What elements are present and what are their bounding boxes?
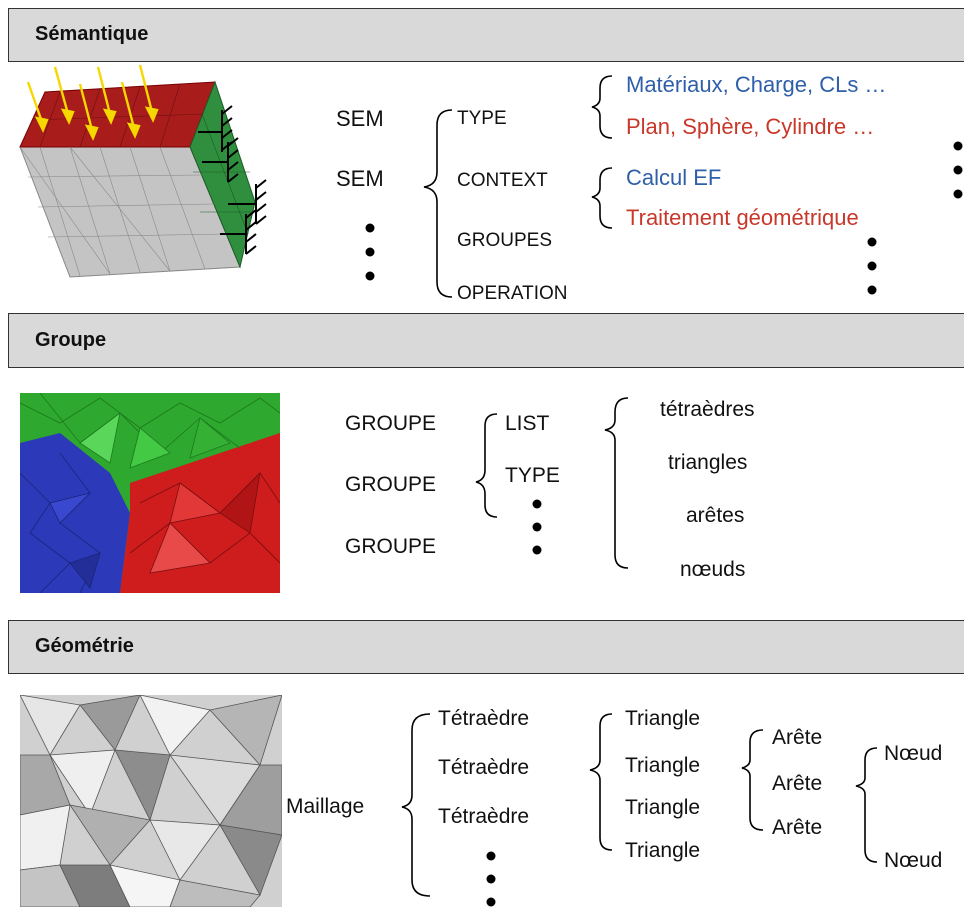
- context-value-fe-calc: Calcul EF: [626, 165, 722, 190]
- cube-illustration: [19, 64, 267, 278]
- brace-context-values: [591, 167, 613, 229]
- ellipsis-sem-labels: [365, 223, 375, 281]
- key-groupes: GROUPES: [457, 230, 553, 251]
- brace-aretes: [741, 729, 764, 831]
- brace-groupe-keys: [475, 413, 498, 518]
- entity-aretes: arêtes: [686, 504, 745, 527]
- section-title-geometrie: Géométrie: [35, 635, 134, 657]
- entity-tetraedres: tétraèdres: [660, 398, 755, 421]
- tetraedre-2: Tétraèdre: [438, 756, 530, 779]
- section-title-groupe: Groupe: [35, 329, 107, 351]
- ellipsis-context-values: [867, 237, 877, 295]
- tetrahedral-mesh-illustration: [20, 695, 282, 907]
- tetraedre-1: Tétraèdre: [438, 707, 530, 730]
- groupe-label-3: GROUPE: [345, 535, 437, 558]
- noeud-1: Nœud: [884, 742, 943, 765]
- header-semantique: Sémantique: [8, 8, 964, 62]
- ellipsis-groupe-keys: [532, 499, 542, 555]
- ellipsis-tetraedres: [486, 851, 496, 907]
- groupe-label-2: GROUPE: [345, 473, 437, 496]
- key-type: TYPE: [457, 108, 507, 129]
- brace-sem-keys: [423, 109, 453, 298]
- entity-noeuds: nœuds: [680, 558, 746, 581]
- header-geometrie: Géométrie: [8, 620, 964, 674]
- brace-groupe-entities: [604, 397, 629, 569]
- geometrie-root-maillage: Maillage: [286, 795, 365, 818]
- group-mesh-illustration: [20, 393, 280, 593]
- brace-noeuds: [855, 747, 878, 863]
- triangle-4: Triangle: [625, 839, 701, 862]
- key-context: CONTEXT: [457, 170, 548, 191]
- triangle-1: Triangle: [625, 707, 701, 730]
- sem-label-1: SEM: [336, 106, 384, 131]
- context-value-geometric: Traitement géométrique: [626, 205, 859, 230]
- triangle-2: Triangle: [625, 754, 701, 777]
- section-title-semantique: Sémantique: [35, 23, 149, 45]
- arete-1: Arête: [772, 726, 823, 749]
- type-value-materials: Matériaux, Charge, CLs …: [626, 72, 887, 97]
- key-operation: OPERATION: [457, 283, 568, 304]
- type-value-shapes: Plan, Sphère, Cylindre …: [626, 114, 875, 139]
- brace-maillage: [401, 713, 431, 897]
- noeud-2: Nœud: [884, 849, 943, 872]
- arete-3: Arête: [772, 816, 823, 839]
- arete-2: Arête: [772, 772, 823, 795]
- brace-triangles: [589, 713, 613, 851]
- entity-triangles: triangles: [668, 451, 748, 474]
- tetraedre-3: Tétraèdre: [438, 805, 530, 828]
- header-groupe: Groupe: [8, 313, 964, 368]
- groupe-key-type: TYPE: [505, 464, 560, 487]
- groupe-label-1: GROUPE: [345, 412, 437, 435]
- groupe-key-list: LIST: [505, 412, 550, 435]
- triangle-3: Triangle: [625, 796, 701, 819]
- ellipsis-right-edge: [953, 141, 963, 199]
- sem-label-2: SEM: [336, 166, 384, 191]
- brace-type-values: [591, 75, 613, 139]
